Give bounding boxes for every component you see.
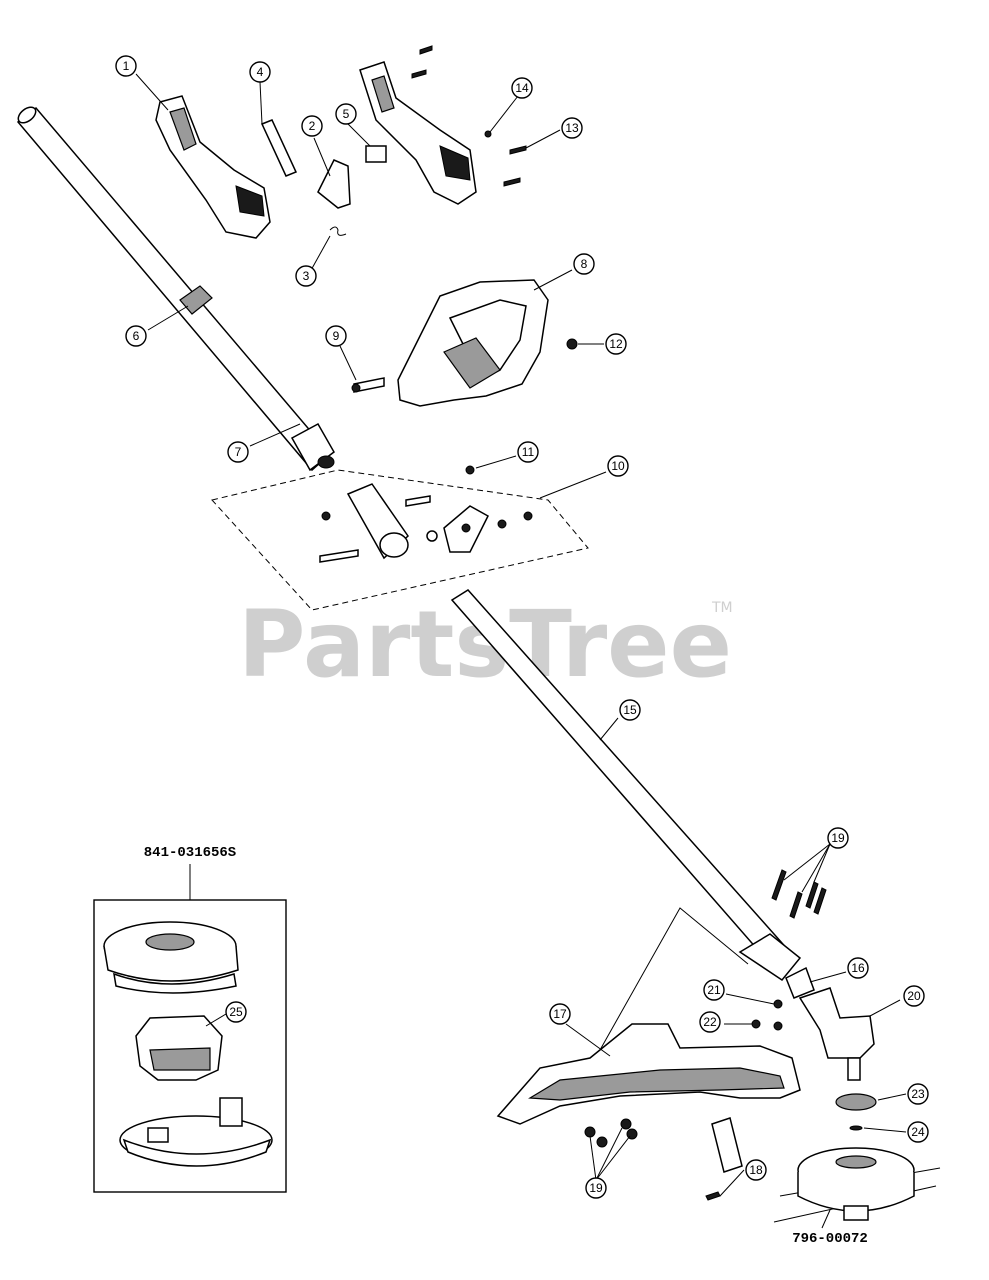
coupler-kit-outline (211, 469, 589, 611)
callout-20: 20 (903, 985, 925, 1007)
callout-1: 1 (115, 55, 137, 77)
callout-21: 21 (703, 979, 725, 1001)
screw-22 (751, 1019, 761, 1029)
callout-5: 5 (335, 103, 357, 125)
screws-19-upper (771, 869, 827, 919)
callout-22: 22 (699, 1011, 721, 1033)
screws-19-lower (584, 1118, 638, 1148)
svg-text:24: 24 (911, 1125, 925, 1139)
trimmer-guard (496, 907, 801, 1125)
screw-21 (773, 999, 783, 1009)
svg-text:1: 1 (123, 59, 130, 73)
kit-spool-25 (135, 1015, 223, 1081)
handle-right-half (359, 61, 477, 205)
callout-8: 8 (573, 253, 595, 275)
svg-text:25: 25 (229, 1005, 243, 1019)
callout-23: 23 (907, 1083, 929, 1105)
callout-9: 9 (325, 325, 347, 347)
assist-handle (397, 279, 549, 407)
svg-text:19: 19 (831, 831, 845, 845)
svg-text:15: 15 (623, 703, 637, 717)
coupler-assembly (319, 483, 533, 563)
svg-text:10: 10 (611, 459, 625, 473)
kit-part-number: 841-031656S (144, 845, 236, 861)
kit-base (119, 1097, 273, 1167)
svg-text:13: 13 (565, 121, 579, 135)
svg-text:2: 2 (309, 119, 316, 133)
callout-3: 3 (295, 265, 317, 287)
callout-17: 17 (549, 1003, 571, 1025)
svg-text:22: 22 (703, 1015, 717, 1029)
gearbox-20 (798, 987, 875, 1081)
spool-assembly (773, 1147, 941, 1223)
blade-18 (705, 1117, 743, 1201)
handle-left-half (155, 95, 271, 239)
kit-cap (103, 921, 239, 994)
bolt-part-9 (351, 377, 385, 393)
svg-text:3: 3 (303, 269, 310, 283)
svg-text:8: 8 (581, 257, 588, 271)
leader-lines (135, 73, 907, 1197)
svg-text:4: 4 (257, 65, 264, 79)
trigger-part-4 (260, 119, 298, 177)
callout-7: 7 (227, 441, 249, 463)
callout-4: 4 (249, 61, 271, 83)
svg-text:9: 9 (333, 329, 340, 343)
washer-24 (849, 1125, 863, 1131)
svg-text:20: 20 (907, 989, 921, 1003)
svg-text:16: 16 (851, 961, 865, 975)
callout-19-upper: 19 (827, 827, 849, 849)
watermark-text: PartsTree (238, 591, 732, 698)
lower-shaft (450, 589, 802, 982)
svg-text:11: 11 (522, 445, 535, 459)
svg-text:23: 23 (911, 1087, 925, 1101)
callout-14: 14 (511, 77, 533, 99)
callout-2: 2 (301, 115, 323, 137)
watermark-trademark: TM (711, 600, 733, 616)
callout-12: 12 (605, 333, 627, 355)
spool-part-number: 796-00072 (792, 1231, 868, 1247)
callout-10: 10 (607, 455, 629, 477)
svg-text:6: 6 (133, 329, 140, 343)
svg-text:17: 17 (553, 1007, 567, 1021)
screw-22b (773, 1021, 783, 1031)
callout-18: 18 (745, 1159, 767, 1181)
switch-part-2 (317, 159, 351, 209)
screws-top (411, 45, 527, 187)
svg-text:5: 5 (343, 107, 350, 121)
callout-24: 24 (907, 1121, 929, 1143)
svg-text:19: 19 (589, 1181, 603, 1195)
bearing-23 (835, 1093, 877, 1111)
callout-19-lower: 19 (585, 1177, 607, 1199)
upper-shaft (16, 106, 335, 472)
svg-text:21: 21 (707, 983, 721, 997)
svg-text:18: 18 (749, 1163, 763, 1177)
switch-part-5 (365, 145, 387, 163)
callout-16: 16 (847, 957, 869, 979)
nut-part-12 (566, 338, 578, 350)
callout-6: 6 (125, 325, 147, 347)
svg-text:14: 14 (515, 81, 529, 95)
spring-part-3 (329, 226, 347, 236)
svg-text:12: 12 (609, 337, 623, 351)
svg-text:7: 7 (235, 445, 242, 459)
callout-25: 25 (225, 1001, 247, 1023)
callout-15: 15 (619, 699, 641, 721)
callout-11: 11 (517, 441, 539, 463)
drive-coupler-16 (785, 966, 815, 999)
callout-13: 13 (561, 117, 583, 139)
nut-11 (465, 465, 475, 475)
